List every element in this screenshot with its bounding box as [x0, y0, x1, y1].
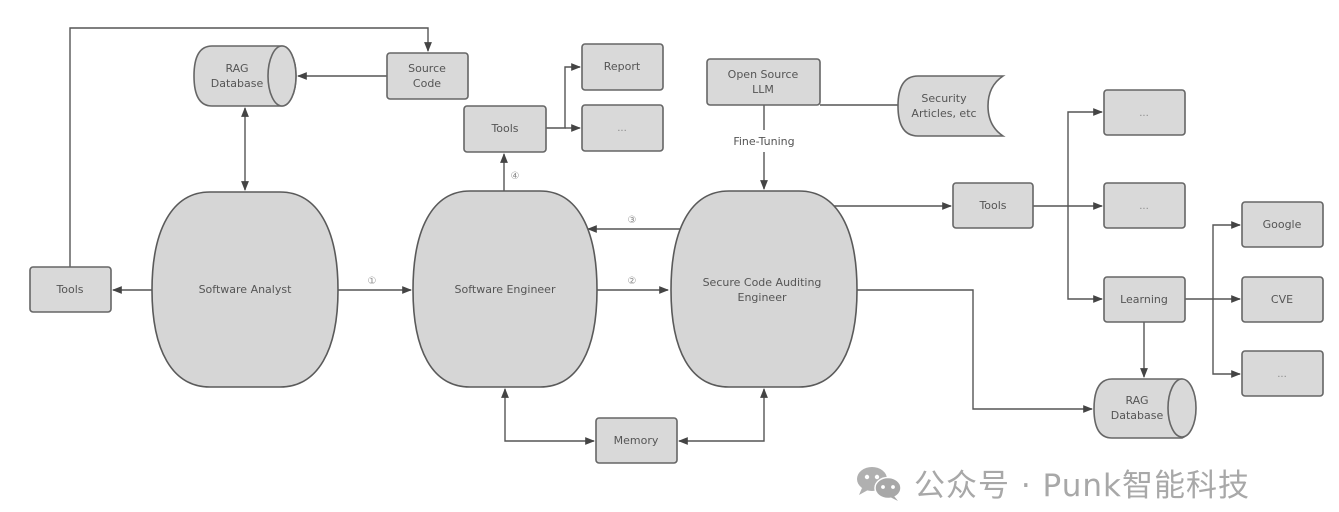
scae-node[interactable]: Secure Code Auditing Engineer: [670, 190, 858, 388]
tools-top-label: Tools: [490, 122, 518, 135]
tools-left-label: Tools: [55, 283, 83, 296]
rag-bottom-label-1: RAG: [1125, 394, 1148, 407]
llm-label-2: LLM: [752, 83, 774, 96]
tools-left-node[interactable]: Tools: [29, 266, 112, 313]
ellipsis-r1-node[interactable]: ...: [1103, 89, 1186, 136]
rag-top-label-1: RAG: [225, 62, 248, 75]
learning-label: Learning: [1120, 293, 1168, 306]
edge-scae-memory: [678, 388, 768, 445]
security-articles-label-1: Security: [921, 92, 967, 105]
cve-label: CVE: [1271, 293, 1293, 306]
ellipsis-r1-label: ...: [1139, 108, 1149, 119]
edge-scae-to-rag-bottom: [856, 289, 1093, 413]
software-analyst-label: Software Analyst: [199, 283, 293, 296]
wechat-icon: [857, 467, 902, 501]
step-3-label: ③: [628, 215, 637, 226]
step-1-label: ①: [368, 276, 377, 287]
watermark-text: 公众号 · Punk智能科技: [914, 467, 1250, 504]
edge-tools-right-to-learning: [1067, 206, 1103, 303]
memory-node[interactable]: Memory: [595, 417, 678, 464]
google-node[interactable]: Google: [1241, 201, 1324, 248]
rag-top-label-2: Database: [211, 77, 264, 90]
rag-database-bottom[interactable]: RAG Database: [1093, 378, 1197, 439]
fine-tuning-label: Fine-Tuning: [733, 135, 794, 148]
software-analyst-node[interactable]: Software Analyst: [151, 191, 339, 388]
ellipsis-r3-node[interactable]: ...: [1241, 350, 1324, 397]
tools-right-label: Tools: [978, 199, 1006, 212]
ellipsis-top-node[interactable]: ...: [581, 104, 664, 152]
report-label: Report: [604, 60, 641, 73]
software-engineer-node[interactable]: Software Engineer: [412, 190, 598, 388]
step-2-label: ②: [628, 276, 637, 287]
watermark: 公众号 · Punk智能科技: [852, 460, 1250, 504]
source-code-node[interactable]: Source Code: [386, 52, 469, 100]
source-code-label-1: Source: [408, 62, 446, 75]
google-label: Google: [1263, 218, 1302, 231]
learning-node[interactable]: Learning: [1103, 276, 1186, 323]
software-engineer-label: Software Engineer: [455, 283, 556, 296]
llm-label-1: Open Source: [728, 68, 799, 81]
rag-bottom-label-2: Database: [1111, 409, 1164, 422]
ellipsis-r2-node[interactable]: ...: [1103, 182, 1186, 229]
open-source-llm-node[interactable]: Open Source LLM: [706, 58, 821, 106]
edge-tools-top-to-report: [546, 63, 581, 129]
edge-engineer-memory: [501, 388, 595, 445]
edge-tools-right-to-ellipsis-r1: [1067, 108, 1103, 206]
scae-label-1: Secure Code Auditing: [703, 276, 822, 289]
tools-top-node[interactable]: Tools: [463, 105, 547, 153]
tools-right-node[interactable]: Tools: [952, 182, 1034, 229]
source-code-label-2: Code: [413, 77, 441, 90]
ellipsis-r3-label: ...: [1277, 369, 1287, 380]
edge-learning-to-ellipsis-r3: [1212, 299, 1241, 378]
report-node[interactable]: Report: [581, 43, 664, 91]
scae-label-2: Engineer: [738, 291, 787, 304]
ellipsis-r2-label: ...: [1139, 201, 1149, 212]
document-store-icon: [897, 75, 1006, 137]
edges: [69, 27, 1241, 445]
security-articles-node[interactable]: Security Articles, etc: [897, 75, 1006, 137]
cylinder-cap: [267, 45, 297, 107]
step-4-label: ④: [511, 171, 520, 182]
memory-label: Memory: [614, 434, 659, 447]
edge-tools-left-to-source-code: [69, 27, 432, 267]
ellipsis-top-label: ...: [617, 123, 627, 134]
cve-node[interactable]: CVE: [1241, 276, 1324, 323]
cylinder-cap: [1167, 378, 1197, 438]
edge-learning-to-google: [1212, 221, 1241, 299]
rag-database-top[interactable]: RAG Database: [193, 45, 297, 107]
security-articles-label-2: Articles, etc: [911, 107, 976, 120]
